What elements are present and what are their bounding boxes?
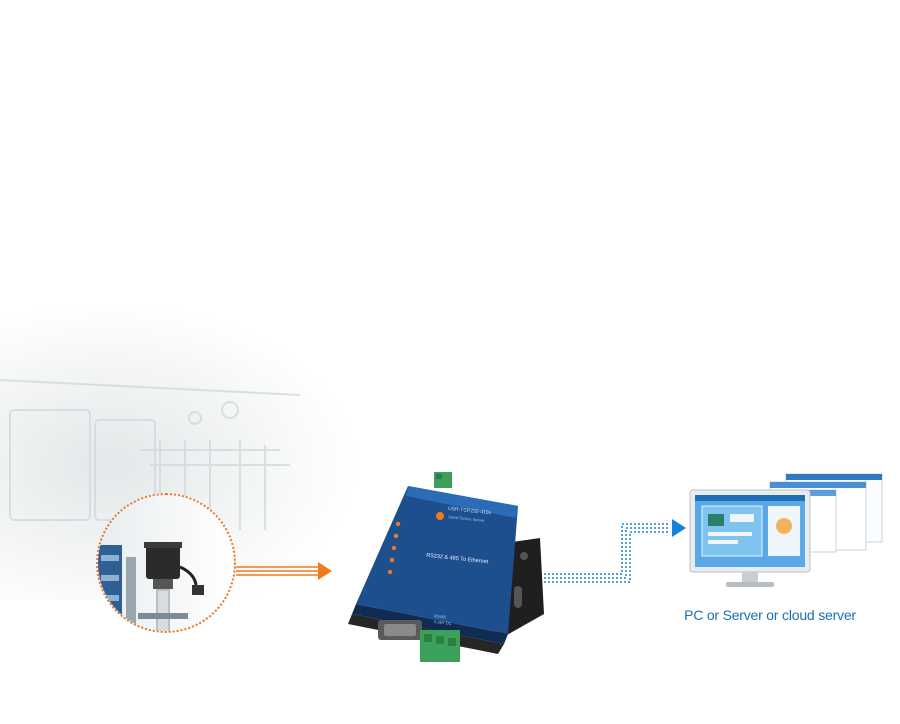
- pump-photo: [96, 493, 236, 633]
- arrow-to-server: [544, 519, 686, 583]
- serial-device-server: USR-TCP232-410s Serial Device Server RS2…: [348, 464, 548, 674]
- arrow-to-device: [236, 562, 332, 580]
- server-caption: PC or Server or cloud server: [684, 607, 856, 623]
- pc-monitor: [686, 470, 886, 600]
